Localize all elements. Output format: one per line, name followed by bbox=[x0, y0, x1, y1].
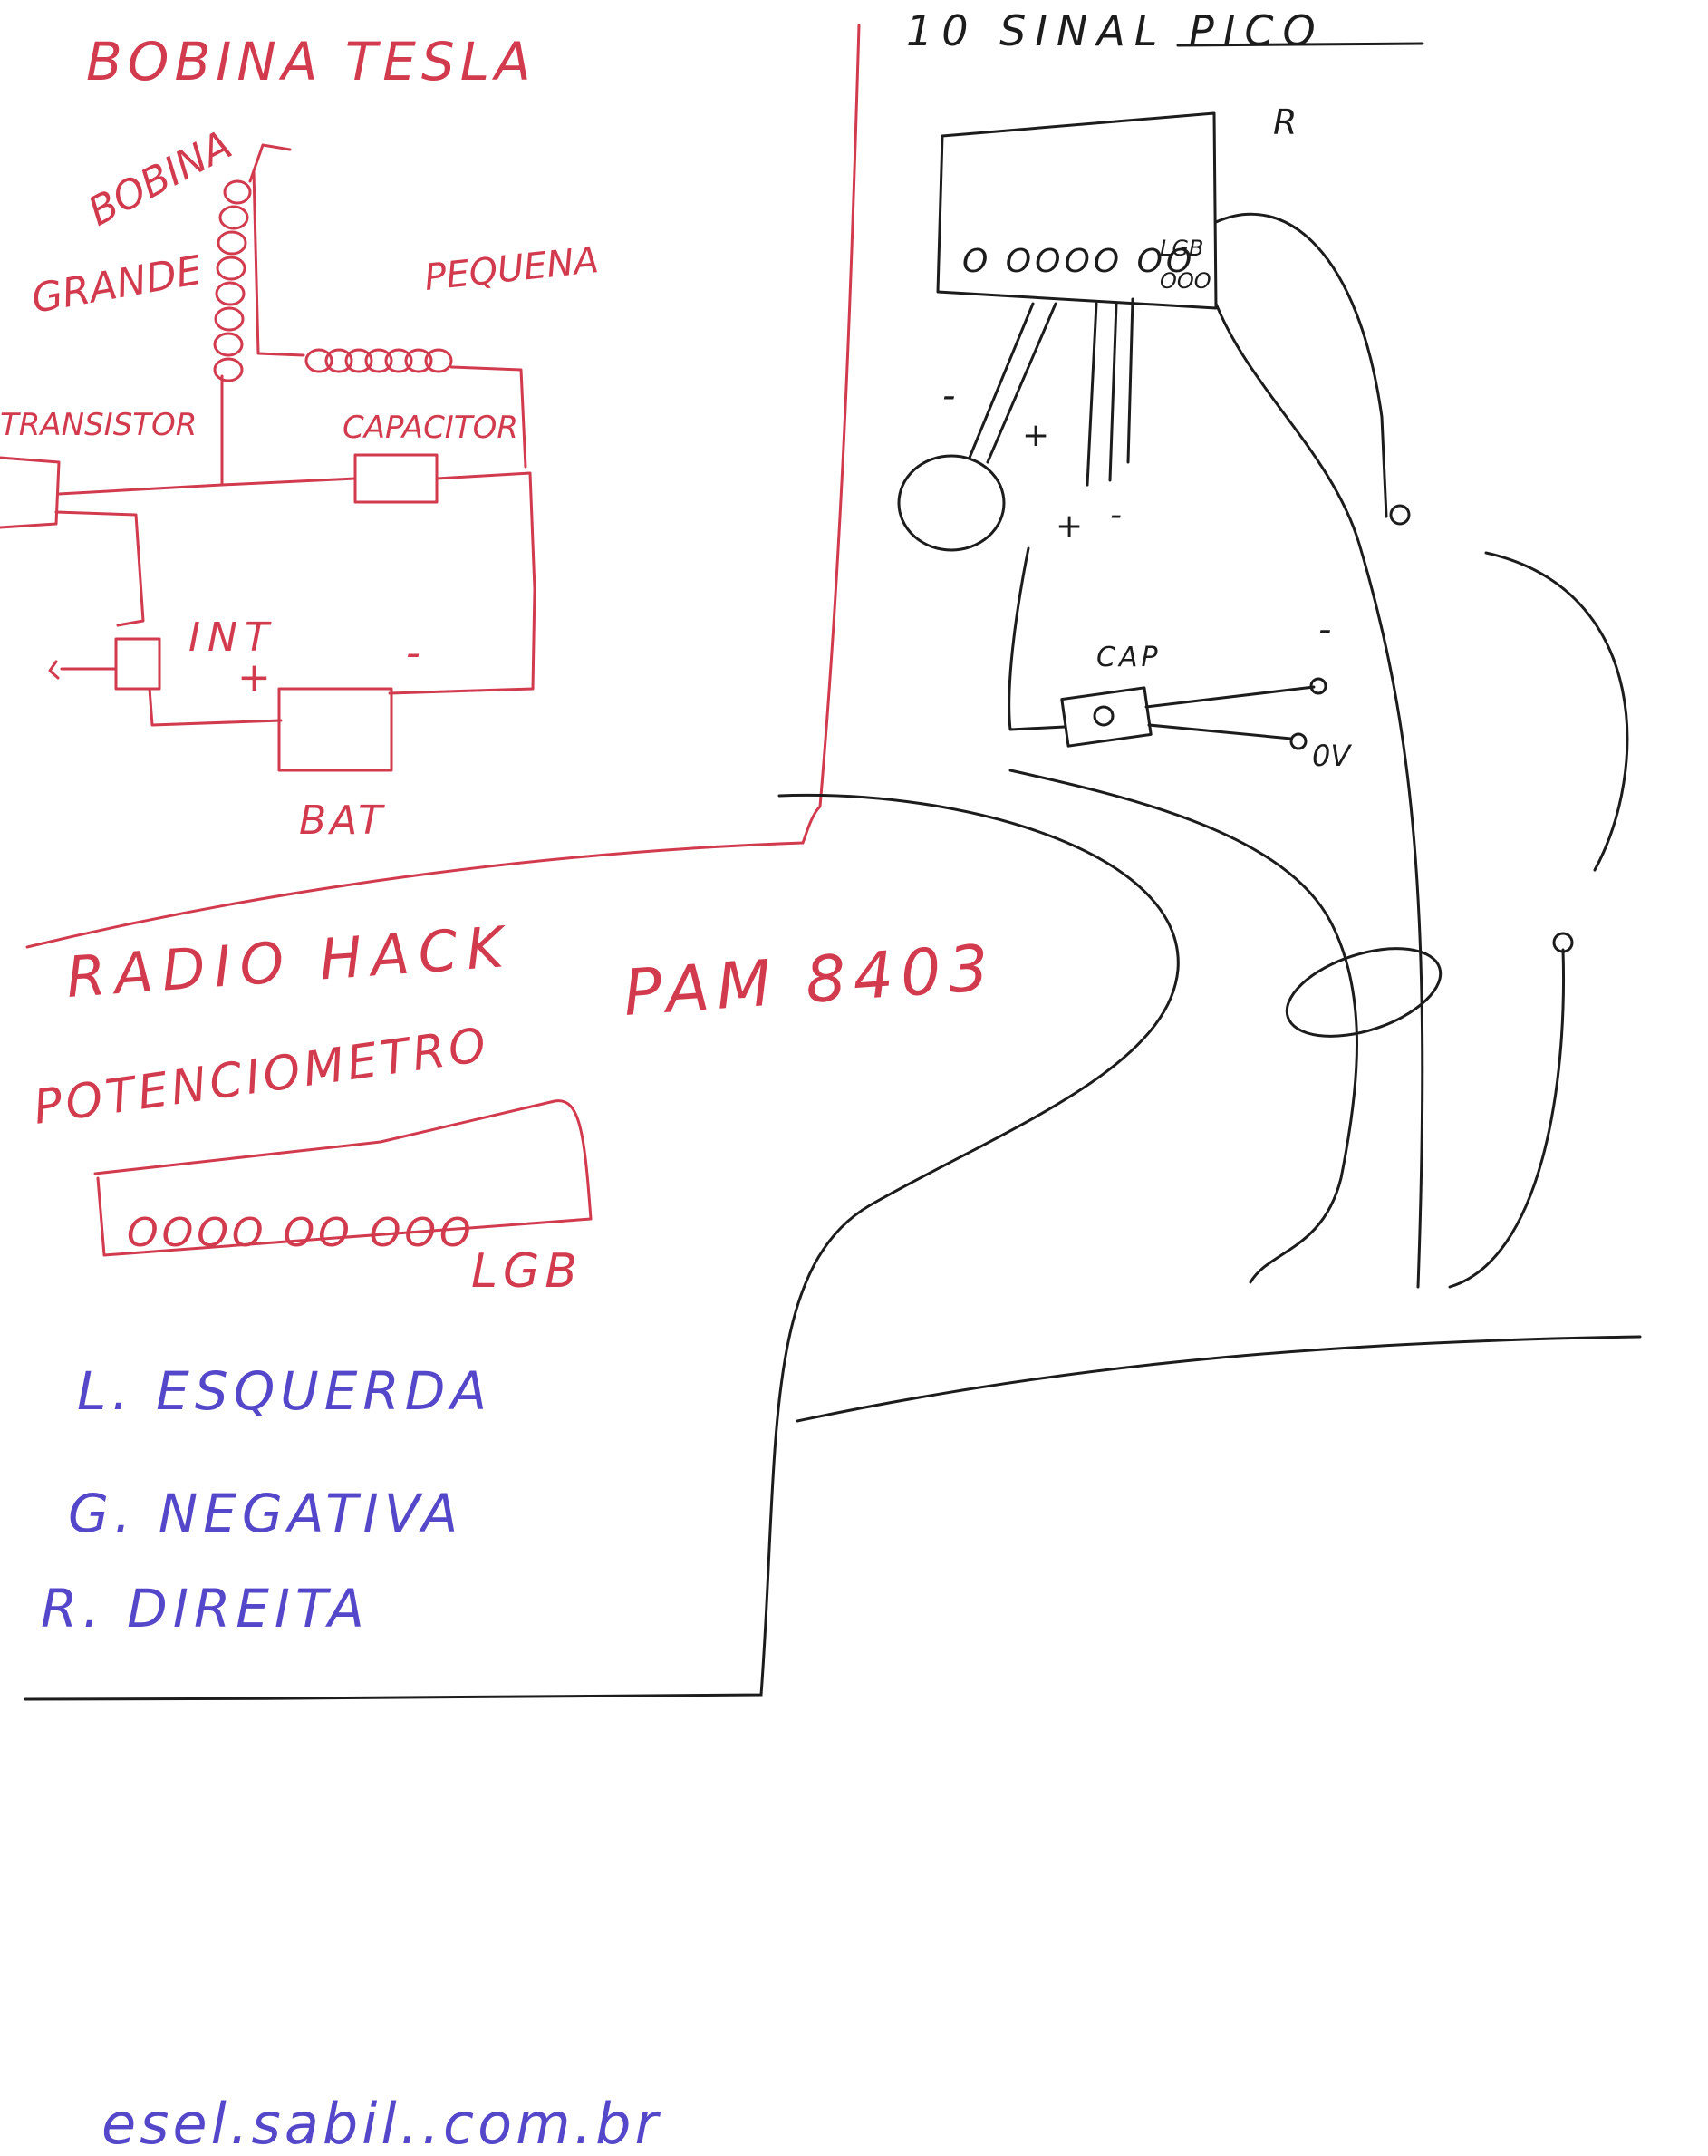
antenna-wire bbox=[1448, 948, 1565, 1289]
transistor-box bbox=[0, 456, 61, 529]
pico-small-pins: OOO bbox=[1160, 268, 1211, 294]
lead-minus: - bbox=[1110, 497, 1122, 534]
cap-label: CAP bbox=[1096, 642, 1162, 673]
speaker-minus: - bbox=[942, 375, 955, 417]
pico-title: 10 SINAL PICO bbox=[906, 6, 1325, 55]
pico-title-underline bbox=[1176, 42, 1424, 47]
big-coil-label: BOBINA bbox=[81, 121, 239, 235]
radio-lgb-label: LGB bbox=[471, 1244, 583, 1299]
black-curve-divider bbox=[24, 793, 1180, 1701]
lower-left-wire bbox=[1008, 769, 1358, 1284]
tesla-title: BOBINA TESLA bbox=[86, 31, 536, 92]
long-curve-wire bbox=[1214, 302, 1424, 1289]
cap-loop-wire bbox=[1008, 546, 1066, 731]
switch-wire bbox=[54, 510, 145, 627]
small-coil bbox=[252, 170, 527, 469]
switch-box bbox=[114, 637, 161, 691]
radio-chip-outline bbox=[93, 1099, 593, 1257]
battery-label: BAT bbox=[299, 798, 386, 844]
big-coil-label-2: GRANDE bbox=[28, 247, 206, 323]
legend-l: L. ESQUERDA bbox=[77, 1360, 492, 1422]
switch-arrow bbox=[48, 660, 118, 680]
cap-component bbox=[1060, 686, 1153, 748]
speaker-plus: + bbox=[1022, 417, 1049, 454]
capacitor-label: CAPACITOR bbox=[343, 410, 518, 446]
right-wire bbox=[1214, 212, 1388, 518]
cap-terminal-bottom bbox=[1289, 732, 1308, 750]
radio-title: RADIO HACK bbox=[64, 914, 515, 1010]
big-coil bbox=[213, 143, 292, 382]
speaker-leads bbox=[968, 302, 1057, 464]
battery-plus: + bbox=[237, 654, 271, 701]
speaker-circle bbox=[897, 454, 1006, 552]
cap-terminal-top bbox=[1309, 677, 1327, 695]
pico-r-mark: R bbox=[1273, 102, 1297, 142]
board-leads bbox=[1086, 297, 1134, 487]
section-dividers bbox=[24, 24, 1642, 1701]
tesla-coil-schematic: BOBINA TESLA BOBINA GRANDE PEQUENA bbox=[0, 31, 601, 844]
battery-wire bbox=[148, 687, 283, 727]
small-coil-label: PEQUENA bbox=[422, 239, 600, 299]
cap-minus: - bbox=[1318, 609, 1331, 651]
cap-core bbox=[1093, 705, 1115, 727]
radio-pins: OOOO OO OOO bbox=[127, 1210, 475, 1256]
legend-g: G. NEGATIVA bbox=[68, 1483, 463, 1544]
cap-leads bbox=[1144, 685, 1316, 740]
battery-minus: - bbox=[406, 630, 420, 676]
pico-pins: O OOOO OO bbox=[962, 243, 1195, 280]
red-vertical-divider bbox=[25, 24, 861, 949]
legend-r: R. DIREITA bbox=[41, 1578, 370, 1639]
lead-plus: + bbox=[1056, 508, 1083, 545]
wire-loop bbox=[1285, 947, 1443, 1038]
switch-label: INT bbox=[188, 614, 276, 661]
black-bottom-rule bbox=[796, 1335, 1642, 1423]
main-wire bbox=[57, 471, 536, 695]
radio-hack-section: RADIO HACK PAM 8403 POTENCIOMETRO OOOO O… bbox=[30, 914, 998, 1299]
footer-site: esel.sabil..com.br bbox=[101, 2091, 661, 2156]
battery-box bbox=[277, 687, 393, 772]
pico-diagram: 10 SINAL PICO R O OOOO OO LGB OOO - + + … bbox=[897, 6, 1629, 1289]
pin-legend: L. ESQUERDA G. NEGATIVA R. DIREITA bbox=[41, 1360, 492, 1639]
antenna-arc bbox=[1484, 551, 1629, 872]
pot-label: POTENCIOMETRO bbox=[30, 1018, 492, 1136]
zero-v-label: 0V bbox=[1312, 739, 1352, 773]
pico-board bbox=[936, 111, 1218, 310]
right-wire-terminal bbox=[1389, 504, 1411, 526]
transistor-label: TRANSISTOR bbox=[0, 407, 197, 443]
pico-lgb-label: LGB bbox=[1160, 236, 1203, 261]
radio-chip: PAM 8403 bbox=[621, 930, 998, 1030]
capacitor-box bbox=[353, 453, 439, 504]
